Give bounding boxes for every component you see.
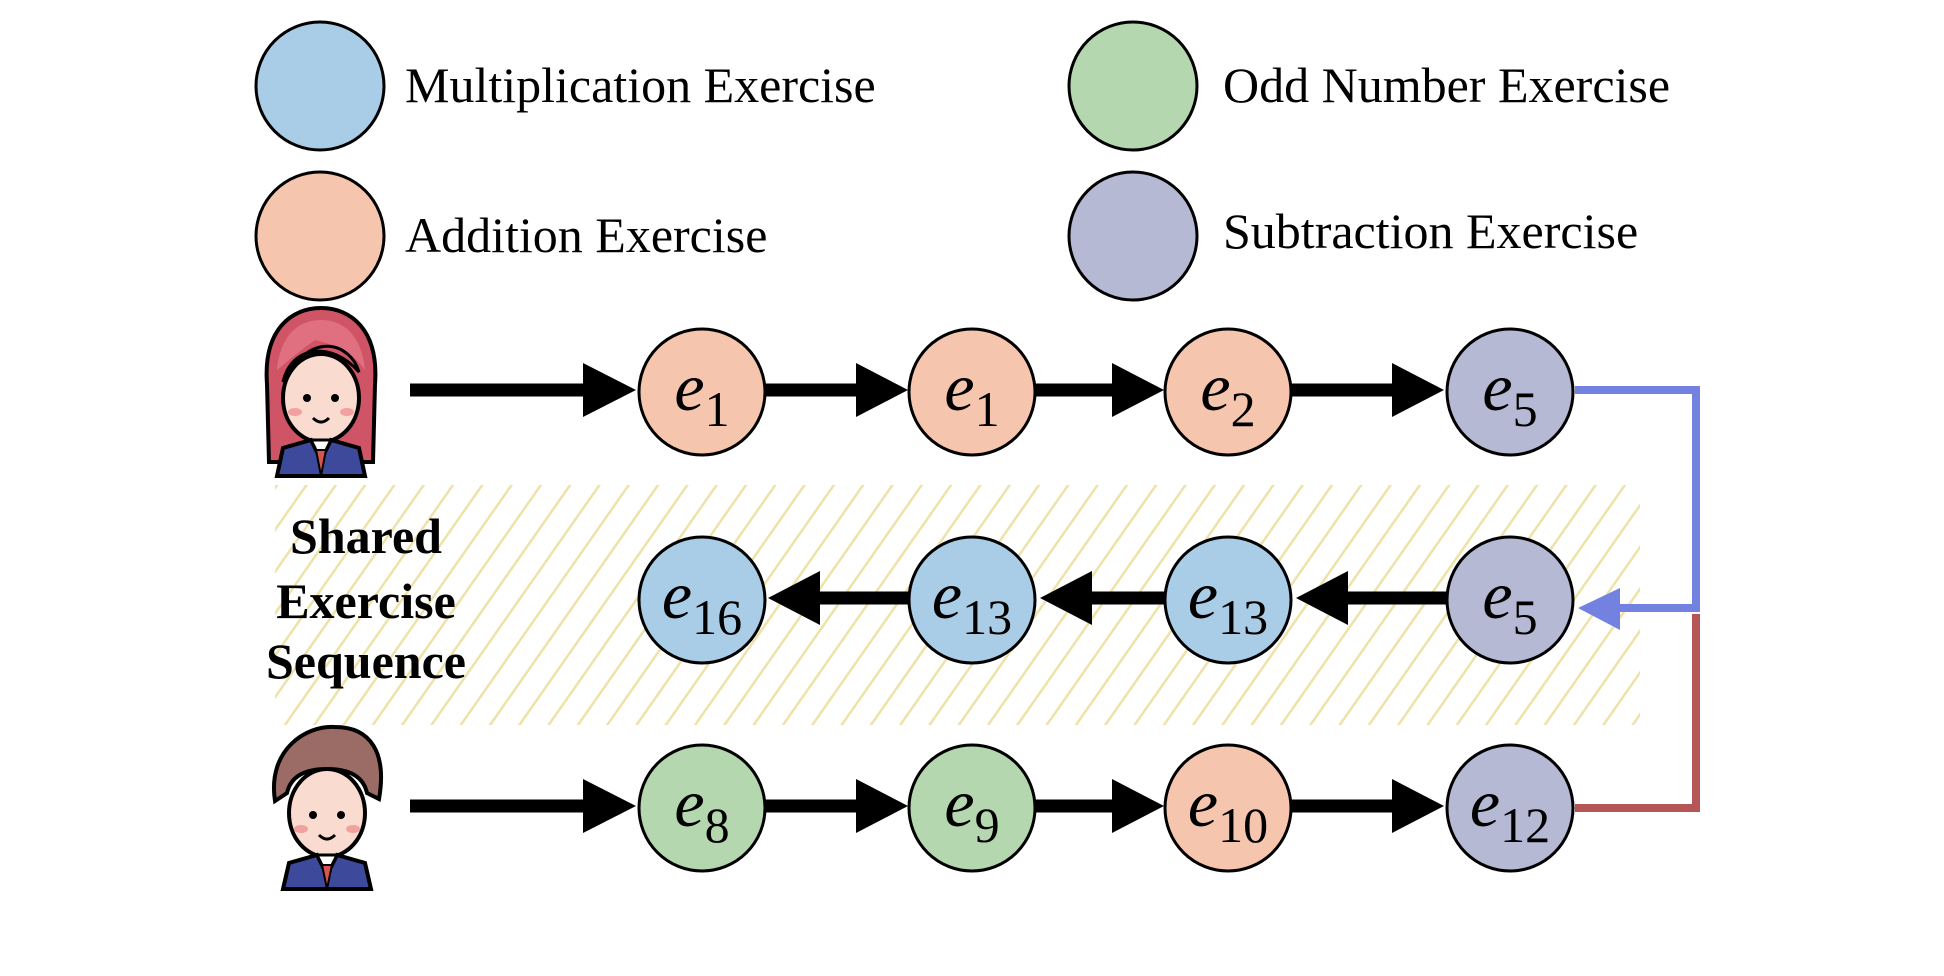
exercise-node-subscript: 8 [705,797,730,853]
exercise-node-label: e1 [674,349,729,437]
exercise-node-circle [1445,327,1575,457]
exercise-node-shared-2: e13 [1163,535,1293,665]
shared-label-line-2: Exercise [276,573,456,629]
exercise-node-subscript: 13 [1218,589,1268,645]
exercise-node-subscript: 5 [1513,381,1538,437]
exercise-node-circle [907,535,1037,665]
exercise-node-subscript: 9 [975,797,1000,853]
exercise-node-subscript: 12 [1500,797,1550,853]
legend-label-odd-number: Odd Number Exercise [1223,57,1670,113]
upper-link-connector [1575,386,1700,612]
exercise-node-base: e [1482,557,1512,633]
exercise-node-base: e [932,557,962,633]
exercise-node-subscript: 2 [1231,381,1256,437]
exercise-node-base: e [944,349,974,425]
exercise-node-base: e [1188,557,1218,633]
arrowhead-shared-1 [1040,571,1092,625]
exercise-node-subscript: 13 [962,589,1012,645]
legend-item-subtraction: Subtraction Exercise [1067,170,1638,302]
exercise-node-label: e5 [1482,557,1537,645]
exercise-node-bottom-1: e9 [907,743,1037,873]
arrowhead-bottom-3 [1392,779,1444,833]
exercise-node-subscript: 10 [1218,797,1268,853]
shared-label-line-3: Sequence [266,633,466,689]
exercise-node-circle [1445,743,1575,873]
exercise-node-label: e8 [674,765,729,853]
exercise-node-base: e [1470,765,1500,841]
legend: Multiplication Exercise Odd Number Exerc… [254,20,1670,302]
exercise-node-top-2: e2 [1163,327,1293,457]
arrowhead-top-2 [1112,363,1164,417]
exercise-node-circle [907,327,1037,457]
exercise-node-subscript: 16 [692,589,742,645]
exercise-node-subscript: 1 [705,381,730,437]
exercise-node-top-3: e5 [1445,327,1575,457]
legend-item-multiplication: Multiplication Exercise [254,20,876,152]
upper-link-arrowhead [1578,588,1620,630]
exercise-node-base: e [662,557,692,633]
exercise-node-circle [637,743,767,873]
exercise-node-circle [1445,535,1575,665]
legend-swatch-odd-number [1067,20,1199,152]
exercise-node-shared-1: e13 [907,535,1037,665]
legend-item-addition: Addition Exercise [254,170,767,302]
arrowhead-top-3 [1392,363,1444,417]
exercise-node-label: e13 [932,557,1012,645]
exercise-node-bottom-0: e8 [637,743,767,873]
exercise-node-label: e10 [1188,765,1268,853]
exercise-node-label: e1 [944,349,999,437]
exercise-node-circle [1163,327,1293,457]
legend-label-addition: Addition Exercise [405,207,767,263]
exercise-node-bottom-2: e10 [1163,743,1293,873]
exercise-node-base: e [944,765,974,841]
exercise-node-circle [637,535,767,665]
flow-arrows [410,363,1448,833]
exercise-node-circle [1163,535,1293,665]
arrowhead-shared-2 [768,571,820,625]
exercise-node-bottom-3: e12 [1445,743,1575,873]
legend-label-multiplication: Multiplication Exercise [405,57,876,113]
lower-link-connector [1575,614,1700,812]
exercise-node-shared-0: e16 [637,535,767,665]
exercise-node-label: e12 [1470,765,1550,853]
exercise-node-base: e [1200,349,1230,425]
boy-student-icon [271,724,384,891]
exercise-node-circle [637,327,767,457]
exercise-node-base: e [674,349,704,425]
exercise-node-base: e [674,765,704,841]
legend-swatch-subtraction [1067,170,1199,302]
exercise-node-base: e [1188,765,1218,841]
exercise-node-base: e [1482,349,1512,425]
arrowhead-bottom-1 [856,779,908,833]
arrowhead-top-1 [856,363,908,417]
arrowhead-bottom-0 [583,779,636,833]
shared-exercise-sequence-label: Shared Exercise Sequence [266,508,466,689]
legend-swatch-addition [254,170,386,302]
exercise-node-label: e16 [662,557,742,645]
arrowhead-shared-0 [1296,571,1348,625]
legend-label-subtraction: Subtraction Exercise [1223,203,1638,259]
legend-item-odd-number: Odd Number Exercise [1067,20,1670,152]
girl-student-icon [264,305,378,478]
exercise-node-top-1: e1 [907,327,1037,457]
exercise-node-label: e9 [944,765,999,853]
exercise-node-label: e13 [1188,557,1268,645]
exercise-node-circle [1163,743,1293,873]
exercise-node-top-0: e1 [637,327,767,457]
shared-label-line-1: Shared [290,508,442,564]
exercise-node-circle [907,743,1037,873]
exercise-node-label: e2 [1200,349,1255,437]
exercise-node-subscript: 1 [975,381,1000,437]
arrowhead-top-0 [583,363,636,417]
exercise-node-subscript: 5 [1513,589,1538,645]
legend-swatch-multiplication [254,20,386,152]
exercise-node-shared-3: e5 [1445,535,1575,665]
exercise-node-label: e5 [1482,349,1537,437]
arrowhead-bottom-2 [1112,779,1164,833]
